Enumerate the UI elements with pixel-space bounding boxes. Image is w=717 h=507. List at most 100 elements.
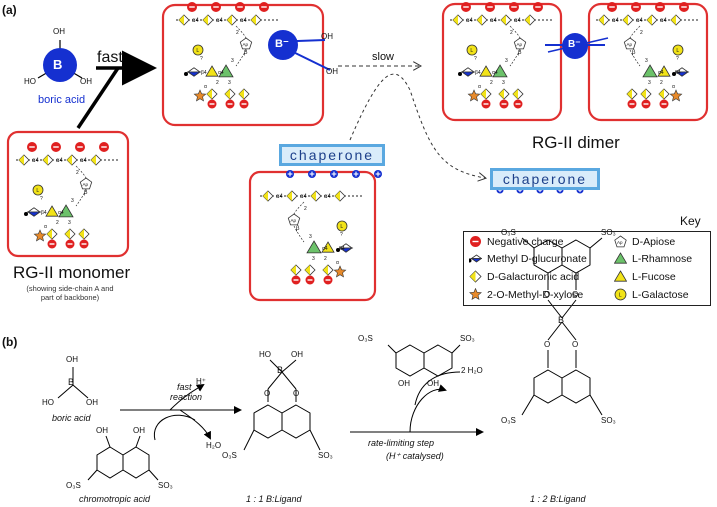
linkage-label: 3 xyxy=(68,220,71,226)
linkage-label: 2 xyxy=(216,80,219,86)
linkage-label: α xyxy=(204,84,207,90)
linkage-label: β xyxy=(518,50,522,56)
apiose-letter: Ap xyxy=(83,182,89,187)
methyl-xylose-icon xyxy=(469,287,482,301)
pb-2h2o: 2 H₂O xyxy=(461,366,483,375)
pb-chromo-so3-left: O₃S xyxy=(66,481,81,490)
pb-catalysed: (H⁺ catalysed) xyxy=(386,451,444,461)
linkage-label: 2 xyxy=(510,30,513,36)
galacturonic-acid-icon xyxy=(469,270,482,283)
apiose-letter: Ap xyxy=(291,218,297,223)
pb-h2o: H₂O xyxy=(206,441,222,450)
pb-fast-2: reaction xyxy=(170,392,203,402)
linkage-label: ? xyxy=(474,56,477,62)
apiose-icon xyxy=(79,177,93,190)
apiose-icon xyxy=(513,37,527,50)
linkage-label: α4 xyxy=(56,158,63,164)
linkage-label: α4 xyxy=(322,246,328,252)
pb-boron: B xyxy=(68,377,75,387)
linkage-label: 2 xyxy=(324,256,327,262)
pb-rate-limiting: rate-limiting step xyxy=(368,438,435,448)
pb-12-o-4: O xyxy=(572,340,579,349)
dimer-boron xyxy=(545,33,609,59)
pb-ho-left: HO xyxy=(42,398,54,407)
chaperone-free: chaperone xyxy=(490,168,600,190)
slow-label: slow xyxy=(372,51,395,63)
key-item-label: L-Fucose xyxy=(632,270,676,283)
linkage-label: 2 xyxy=(56,220,59,226)
boron-dimer-label: B⁻ xyxy=(568,39,581,50)
key-item-label: D-Apiose xyxy=(632,235,676,248)
release-arrow xyxy=(349,73,485,178)
pb-chromo-so3-right: SO₃ xyxy=(158,481,173,490)
pb-11-so3-left: O₃S xyxy=(222,451,237,460)
pb-chromotropic-label: chromotropic acid xyxy=(79,494,151,504)
fucose-icon xyxy=(479,65,493,77)
pb-ca-so3-right: SO₃ xyxy=(460,334,475,343)
galactose-icon xyxy=(192,44,204,56)
pb-ca-oh-2: OH xyxy=(427,379,439,388)
pb-12-so3-bot-left: O₃S xyxy=(501,416,516,425)
rhamnose-icon xyxy=(492,64,508,78)
linkage-label: α4 xyxy=(612,18,619,24)
linkage-label: 3 xyxy=(231,58,234,64)
pb-12-o-3: O xyxy=(544,340,551,349)
monomer-title: RG-II monomer xyxy=(13,263,131,282)
linkage-label: α4 xyxy=(240,18,247,24)
linkage-label: α4 xyxy=(514,18,521,24)
linkage-label: β xyxy=(244,50,248,56)
methyl-xylose-icon xyxy=(33,229,47,242)
linkage-label: 3 xyxy=(505,58,508,64)
pb-11-boron: B xyxy=(277,365,284,375)
apiose-icon: Ap xyxy=(614,235,627,248)
linkage-label: α4 xyxy=(492,70,498,76)
negative-charge-icon xyxy=(469,235,482,248)
linkage-label: α4 xyxy=(658,70,664,76)
linkage-label: β4 xyxy=(675,70,681,76)
linkage-label: α xyxy=(672,84,675,90)
key-item-label: D-Galacturonic acid xyxy=(487,270,580,283)
galactose-letter: L xyxy=(340,224,343,230)
pb-12-o-1: O xyxy=(544,290,551,299)
pb-fast-1: fast xyxy=(177,382,192,392)
linkage-label: α4 xyxy=(216,18,223,24)
panel-a-label: (a) xyxy=(2,3,17,17)
fucose-icon xyxy=(613,270,628,283)
linkage-label: α4 xyxy=(324,194,331,200)
linkage-label: α4 xyxy=(32,158,39,164)
fucose-icon xyxy=(613,270,628,282)
linkage-label: β4 xyxy=(475,70,481,76)
methyl-glucuronate-icon xyxy=(460,67,476,73)
galactose-letter: L xyxy=(676,48,679,54)
methyl-xylose-icon xyxy=(333,265,347,278)
linkage-label: α xyxy=(44,224,47,230)
linkage-label: 2 xyxy=(236,30,239,36)
linkage-label: β xyxy=(84,190,88,196)
key-item-label: L-Rhamnose xyxy=(632,252,693,265)
linkage-label: α4 xyxy=(636,18,643,24)
methyl-glucuronate-icon xyxy=(467,252,483,265)
methyl-xylose-icon xyxy=(193,89,207,102)
methyl-glucuronate-icon xyxy=(186,67,202,73)
pb-oh-right: OH xyxy=(86,398,98,407)
linkage-label: ? xyxy=(40,196,43,202)
linkage-label: 2 xyxy=(304,206,307,212)
pb-11-o-left: O xyxy=(264,389,271,398)
linkage-label: β4 xyxy=(41,210,47,216)
boric-acid-oh-right: OH xyxy=(80,77,92,86)
rhamnose-icon xyxy=(642,64,658,78)
linkage-label: 3 xyxy=(502,80,505,86)
galactose-icon xyxy=(336,220,348,232)
galactose-icon xyxy=(672,44,684,56)
rhamnose-icon xyxy=(306,240,322,254)
linkage-label: α4 xyxy=(192,18,199,24)
pb-12-o-2: O xyxy=(572,290,579,299)
pb-11-so3-right: SO₃ xyxy=(318,451,333,460)
boron-complex-icon xyxy=(268,30,298,60)
galactose-letter: L xyxy=(36,188,39,194)
complex-oh-2: OH xyxy=(326,67,338,76)
